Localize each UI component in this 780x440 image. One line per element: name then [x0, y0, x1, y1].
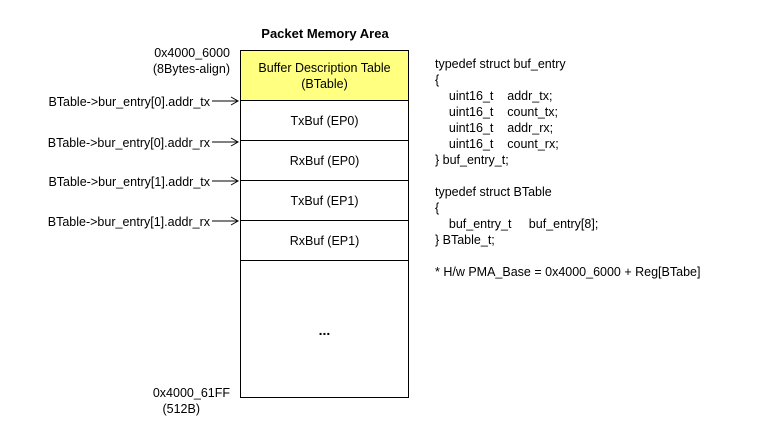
- end-address-label: 0x4000_61FF (512B): [100, 385, 230, 417]
- code-line: * H/w PMA_Base = 0x4000_6000 + Reg[BTabe…: [435, 265, 701, 279]
- code-line: typedef struct buf_entry: [435, 57, 566, 71]
- code-line: uint16_t count_tx;: [435, 105, 558, 119]
- code-line: [435, 168, 700, 184]
- arrow-head: [230, 137, 240, 147]
- struct-code-block: typedef struct buf_entry { uint16_t addr…: [435, 56, 700, 280]
- start-address-note: (8Bytes-align): [152, 62, 230, 76]
- code-line: } BTable_t;: [435, 233, 495, 247]
- arrow-head: [230, 176, 240, 186]
- txbuf-ep1-segment: TxBuf (EP1): [241, 181, 408, 221]
- end-address-note: (512B): [162, 402, 200, 416]
- code-line: buf_entry_t buf_entry[8];: [435, 217, 599, 231]
- code-line: } buf_entry_t;: [435, 153, 509, 167]
- code-line: uint16_t addr_tx;: [435, 89, 553, 103]
- btable-segment: Buffer Description Table (BTable): [241, 51, 408, 101]
- diagram-title: Packet Memory Area: [261, 26, 389, 41]
- pointer-label: BTable->bur_entry[0].addr_rx: [47, 136, 210, 150]
- ellipsis-label: ...: [318, 322, 331, 338]
- rxbuf-ep0-segment: RxBuf (EP0): [241, 141, 408, 181]
- rxbuf-ep1-segment: RxBuf (EP1): [241, 221, 408, 261]
- packet-memory-block: Buffer Description Table (BTable) TxBuf …: [240, 50, 409, 398]
- pointer-label: BTable->bur_entry[0].addr_tx: [48, 95, 210, 109]
- btable-sublabel: (BTable): [301, 76, 348, 91]
- rxbuf-ep0-label: RxBuf (EP0): [289, 153, 360, 168]
- arrow-head: [230, 216, 240, 226]
- txbuf-ep1-label: TxBuf (EP1): [290, 193, 359, 208]
- start-address-label: 0x4000_6000 (8Bytes-align): [100, 45, 230, 77]
- code-line: {: [435, 73, 440, 87]
- code-line: typedef struct BTable: [435, 185, 552, 199]
- code-line: uint16_t addr_rx;: [435, 121, 554, 135]
- txbuf-ep0-label: TxBuf (EP0): [290, 113, 359, 128]
- rxbuf-ep1-label: RxBuf (EP1): [289, 233, 360, 248]
- remaining-segment: ...: [241, 261, 408, 399]
- code-line: [435, 248, 700, 264]
- pointer-label: BTable->bur_entry[1].addr_tx: [48, 175, 210, 189]
- pointer-label: BTable->bur_entry[1].addr_rx: [47, 215, 210, 229]
- code-line: {: [435, 201, 440, 215]
- end-address: 0x4000_61FF: [152, 386, 230, 400]
- txbuf-ep0-segment: TxBuf (EP0): [241, 101, 408, 141]
- code-line: uint16_t count_rx;: [435, 137, 559, 151]
- btable-label: Buffer Description Table: [258, 60, 391, 75]
- arrow-head: [230, 96, 240, 106]
- start-address: 0x4000_6000: [154, 46, 230, 60]
